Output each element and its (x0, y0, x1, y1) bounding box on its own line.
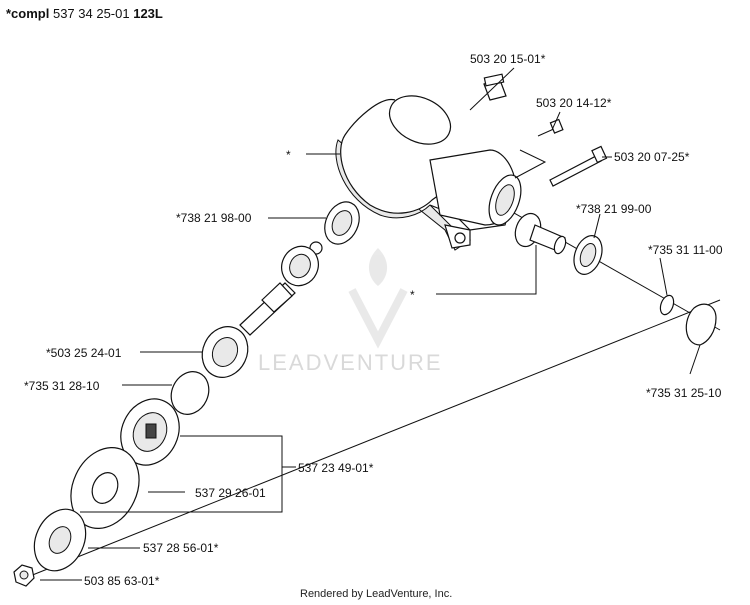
callout-hex-nut[interactable]: 503 85 63-01* (84, 574, 160, 588)
header-part-number: 537 34 25-01 (52, 6, 130, 21)
drive-shaft (239, 282, 296, 336)
small-circlip (659, 294, 675, 316)
callout-large-circlip[interactable]: *735 31 25-10 (646, 386, 722, 400)
leader-lines (40, 67, 701, 581)
gear-housing (335, 95, 522, 251)
snap-ring (170, 371, 210, 415)
large-circlip (685, 303, 717, 346)
bevel-gear (514, 212, 567, 255)
callout-plug-screw[interactable]: 503 20 15-01* (470, 52, 546, 66)
callout-snap-ring[interactable]: *735 31 28-10 (24, 379, 100, 393)
callout-long-screw[interactable]: 503 20 07-25* (614, 150, 690, 164)
callout-small-circlip[interactable]: *735 31 11-00 (648, 243, 723, 257)
callout-small-washer[interactable]: 537 28 56-01* (143, 541, 219, 555)
diagram-header: *compl 537 34 25-01 123L (6, 6, 163, 21)
callout-lower-bearing[interactable]: *503 25 24-01 (46, 346, 122, 360)
upper-bearing (324, 201, 360, 245)
watermark-logo (348, 248, 408, 349)
callout-housing[interactable]: * (286, 148, 291, 162)
header-prefix: *compl (6, 6, 50, 21)
plug-screw (483, 73, 507, 101)
callout-large-washer[interactable]: 537 29 26-01 (195, 486, 266, 500)
long-screw (549, 145, 608, 187)
footer-credit: Rendered by LeadVenture, Inc. (300, 588, 453, 600)
callout-right-bearing[interactable]: *738 21 99-00 (576, 202, 652, 216)
callout-upper-bearing[interactable]: *738 21 98-00 (176, 211, 252, 225)
lower-bearing (201, 326, 249, 378)
short-screw (537, 118, 564, 137)
large-washer (70, 447, 140, 529)
support-cup (120, 398, 180, 466)
watermark-text: LEADVENTURE (258, 350, 443, 375)
assembly-axis-lower (24, 299, 721, 579)
right-bearing (573, 235, 603, 275)
callout-gear-set[interactable]: * (410, 288, 415, 302)
small-washer (33, 508, 87, 572)
pinion-gear (281, 241, 323, 287)
hex-nut (13, 564, 35, 587)
callout-kit[interactable]: 537 23 49-01* (298, 461, 374, 475)
callout-short-screw[interactable]: 503 20 14-12* (536, 96, 612, 110)
header-model: 123L (133, 6, 163, 21)
